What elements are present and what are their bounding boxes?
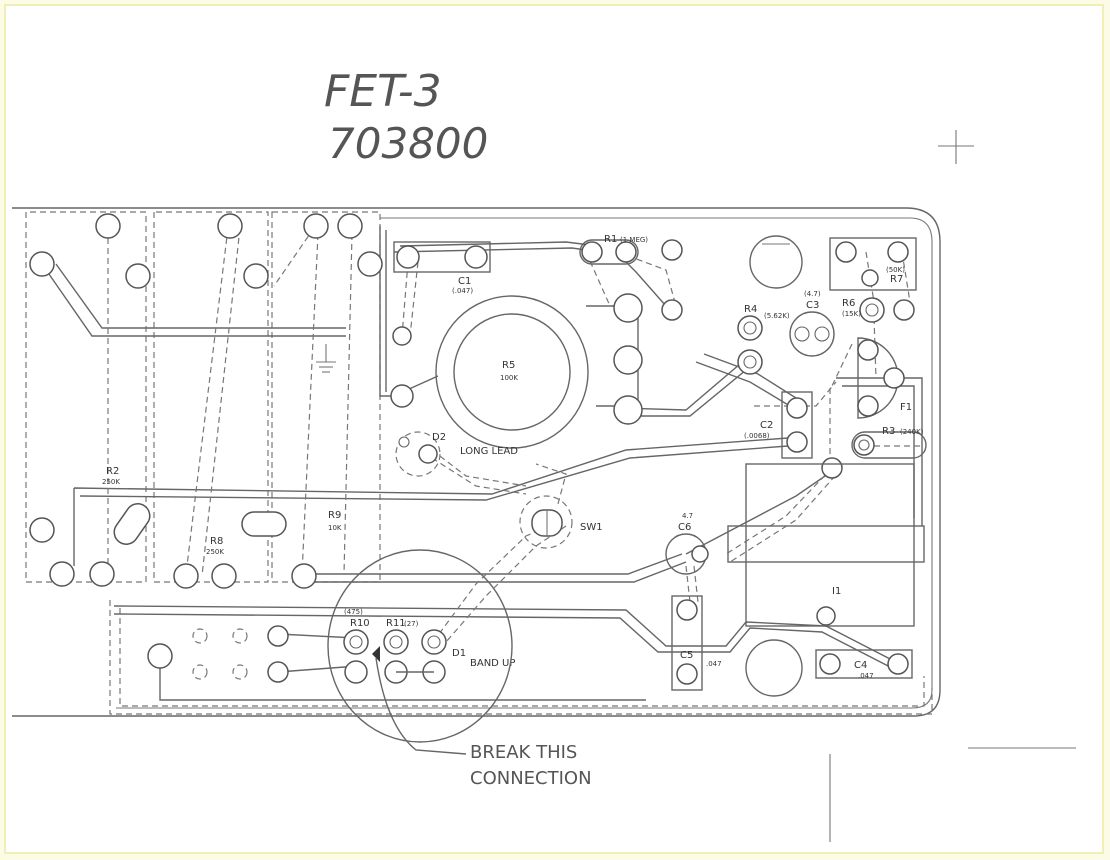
component-d2: D2 LONG LEAD <box>395 431 518 477</box>
margin-marks <box>829 747 1076 842</box>
r8-value: 250K <box>206 548 224 556</box>
component-c4: C4 .047 <box>815 649 913 680</box>
component-sw1: SW1 <box>519 495 603 549</box>
component-round-top <box>749 235 803 289</box>
component-r1: R1 (1 MEG) <box>579 234 683 321</box>
r1-value: (1 MEG) <box>620 236 648 244</box>
component-d1: D1 BAND UP <box>396 629 515 684</box>
component-r7: R7 (50K) <box>829 237 917 291</box>
r3-value: (240K) <box>900 428 924 436</box>
component-r6: R6 (15K) <box>842 297 915 323</box>
i1-ref: I1 <box>832 586 841 597</box>
r3-ref: R3 <box>882 426 895 437</box>
component-r9: R9 10K <box>291 213 383 589</box>
r11-ref: R11 <box>386 618 406 629</box>
copper-traces <box>41 226 923 701</box>
r11-value: (27) <box>404 620 419 628</box>
c5-value: .047 <box>706 660 722 668</box>
component-c1: C1 (.047) <box>390 241 491 408</box>
c4-value: .047 <box>858 672 874 680</box>
arrow-marker-icon <box>372 646 380 662</box>
component-r10: R10 (475) <box>343 608 370 684</box>
component-r2: R2 250K <box>29 213 151 587</box>
component-i1: I1 <box>727 463 925 627</box>
r2-ref: R2 <box>106 466 119 477</box>
callout-line-2: CONNECTION <box>470 768 592 789</box>
d1-note: BAND UP <box>470 658 515 669</box>
r7-ref: R7 <box>890 274 903 285</box>
r6-ref: R6 <box>842 298 855 309</box>
board-outline <box>12 207 941 717</box>
r9-ref: R9 <box>328 510 341 521</box>
sw1-ref: SW1 <box>580 522 603 533</box>
registration-mark <box>938 130 974 164</box>
r9-value: 10K <box>328 524 342 532</box>
component-r4: R4 (5.62K) <box>737 304 790 375</box>
c3-ref: C3 <box>806 300 819 311</box>
schematic-sheet: FET-3 703800 <box>4 4 1104 854</box>
r1-ref: R1 <box>604 234 617 245</box>
c2-value: (.0068) <box>744 432 770 440</box>
break-connection-callout: BREAK THIS CONNECTION <box>327 549 592 789</box>
c5-ref: C5 <box>680 650 693 661</box>
c6-value: 4.7 <box>682 512 693 520</box>
pad-c2-link <box>821 457 843 479</box>
component-r11: R11 (27) <box>383 618 419 684</box>
c4-ref: C4 <box>854 660 867 671</box>
drawing-number: 703800 <box>328 119 488 168</box>
component-c2: C2 (.0068) <box>744 391 813 459</box>
c1-ref: C1 <box>458 276 471 287</box>
c2-ref: C2 <box>760 420 773 431</box>
f1-ref: F1 <box>900 402 912 413</box>
d1-ref: D1 <box>452 648 466 659</box>
d2-ref: D2 <box>432 432 446 443</box>
component-round-bottom <box>745 639 803 697</box>
circuit-board-layout: FET-3 703800 <box>12 66 1076 842</box>
r2-value: 250K <box>102 478 120 486</box>
component-c3: C3 (4.7) <box>789 290 835 357</box>
drawing-title: FET-3 <box>324 66 442 117</box>
pad-cluster-bottom-left <box>147 625 289 683</box>
c6-ref: C6 <box>678 522 691 533</box>
callout-line-1: BREAK THIS <box>470 742 577 763</box>
r4-value: (5.62K) <box>764 312 790 320</box>
r5-value: 100K <box>500 374 518 382</box>
r7-value: (50K) <box>886 266 905 274</box>
r4-ref: R4 <box>744 304 757 315</box>
component-f1: F1 <box>857 337 912 419</box>
ground-icon <box>316 344 336 373</box>
component-c5: C5 .047 <box>671 595 722 691</box>
r5-ref: R5 <box>502 360 515 371</box>
d2-note: LONG LEAD <box>460 446 518 457</box>
c1-value: (.047) <box>452 287 473 295</box>
r8-ref: R8 <box>210 536 223 547</box>
r10-ref: R10 <box>350 618 370 629</box>
component-r5: R5 100K <box>435 293 643 449</box>
component-r3: R3 (240K) <box>851 426 927 459</box>
component-c6: C6 4.7 <box>665 512 709 575</box>
r10-value: (475) <box>344 608 363 616</box>
r6-value: (15K) <box>842 310 861 318</box>
component-r8: R8 250K <box>173 213 287 589</box>
c3-value: (4.7) <box>804 290 821 298</box>
